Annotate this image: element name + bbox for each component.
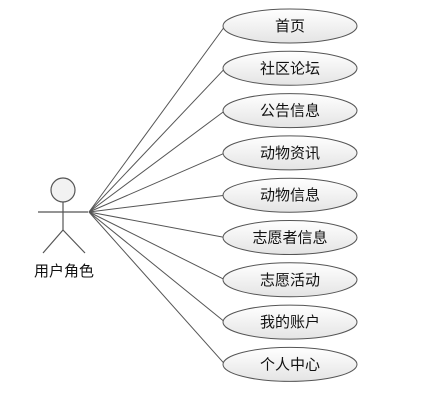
use-case: 首页 xyxy=(222,8,358,44)
use-case-label: 公告信息 xyxy=(260,102,320,120)
association-line xyxy=(88,110,226,213)
use-case-label: 我的账户 xyxy=(260,313,320,331)
actor-head xyxy=(50,177,76,203)
association-line xyxy=(88,211,226,238)
use-case-label: 志愿活动 xyxy=(260,271,320,289)
association-line xyxy=(88,152,226,213)
use-case: 动物信息 xyxy=(222,177,358,213)
use-case-label: 社区论坛 xyxy=(260,59,320,77)
use-case: 个人中心 xyxy=(222,346,358,382)
use-case-ellipse xyxy=(222,262,358,298)
use-case: 志愿者信息 xyxy=(222,220,358,255)
use-case: 动物资讯 xyxy=(222,135,358,171)
actor-label: 用户角色 xyxy=(34,262,94,280)
actor-left-leg xyxy=(42,229,64,254)
use-case-ellipse xyxy=(222,93,358,129)
use-case: 志愿活动 xyxy=(222,262,358,298)
use-case-ellipse xyxy=(222,220,358,255)
use-case-ellipse xyxy=(222,346,358,382)
use-case: 公告信息 xyxy=(222,93,358,129)
use-case-ellipse xyxy=(222,8,358,44)
use-case: 社区论坛 xyxy=(222,50,358,86)
use-case-label: 动物资讯 xyxy=(260,144,320,162)
use-case-ellipse xyxy=(222,135,358,171)
association-line xyxy=(88,211,226,281)
association-line xyxy=(88,211,226,365)
use-case-label: 个人中心 xyxy=(260,355,320,373)
association-lines xyxy=(88,25,226,365)
association-line xyxy=(88,211,226,323)
association-line xyxy=(88,67,226,213)
association-line xyxy=(88,25,226,213)
use-case-label: 动物信息 xyxy=(260,186,320,204)
use-case-label: 志愿者信息 xyxy=(252,229,327,247)
use-case-label: 首页 xyxy=(275,17,305,35)
actor: 用户角色 xyxy=(34,177,94,280)
use-case-ellipse xyxy=(222,50,358,86)
actor-right-leg xyxy=(62,229,86,254)
use-case: 我的账户 xyxy=(222,304,358,340)
use-case-ellipse xyxy=(222,304,358,340)
association-line xyxy=(88,194,226,213)
use-case-ellipse xyxy=(222,177,358,213)
